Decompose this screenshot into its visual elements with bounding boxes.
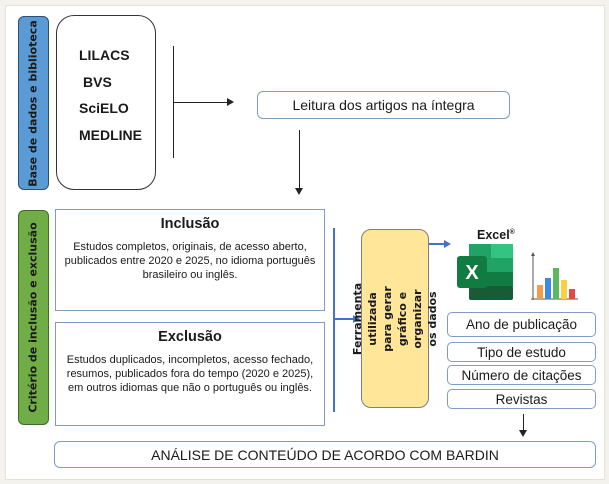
inclusion-title: Inclusão: [160, 216, 220, 232]
final-step-text: ANÁLISE DE CONTEÚDO DE ACORDO COM BARDIN: [151, 446, 499, 463]
databases-section-label-text: Base de dados e biblioteca: [27, 19, 41, 187]
criteria-bracket-line: [333, 228, 335, 412]
arrow-down-icon: [519, 430, 527, 437]
variable-text: Número de citações: [461, 367, 582, 383]
exclusion-text: Estudos duplicados, incompletos, acesso …: [66, 354, 314, 394]
databases-section-label: Base de dados e biblioteca: [18, 16, 49, 190]
criteria-section-label-text: Critério de inclusão e exclusão: [27, 222, 40, 413]
inclusion-box: Inclusão Estudos completos, originais, d…: [55, 209, 325, 311]
database-item: BVS: [83, 74, 112, 90]
excel-title: Excel®: [477, 228, 515, 242]
excel-trademark: ®: [509, 228, 515, 236]
database-item: MEDLINE: [79, 127, 142, 143]
criteria-section-label: Critério de inclusão e exclusão: [18, 210, 49, 425]
databases-to-reading-connector: [173, 102, 227, 103]
reading-step-text: Leitura dos artigos na íntegra: [292, 97, 475, 113]
variable-text: Ano de publicação: [465, 317, 578, 332]
arrow-right-icon: [227, 98, 234, 106]
arrow-down-icon: [295, 188, 303, 195]
variable-box: Tipo de estudo: [447, 342, 596, 362]
excel-name: Excel: [477, 228, 510, 242]
bar-chart-icon: [531, 252, 578, 300]
criteria-to-tool-connector: [333, 318, 354, 320]
variables-to-final-connector: [523, 414, 524, 430]
tool-box-text: Ferramenta utilizada para gerar gráfico …: [351, 282, 439, 355]
inclusion-text: Estudos completos, originais, de acesso …: [64, 241, 316, 281]
tool-to-excel-connector: [429, 243, 445, 245]
variable-text: Tipo de estudo: [477, 344, 566, 360]
exclusion-box: Exclusão Estudos duplicados, incompletos…: [55, 322, 325, 426]
final-step-box: ANÁLISE DE CONTEÚDO DE ACORDO COM BARDIN: [54, 441, 596, 468]
svg-text:X: X: [465, 262, 479, 284]
variable-box: Revistas: [447, 389, 596, 409]
exclusion-title: Exclusão: [158, 329, 222, 345]
arrow-right-icon: [353, 315, 360, 323]
database-item: SciELO: [79, 100, 129, 116]
reading-to-criteria-connector: [299, 130, 300, 188]
databases-box: LILACS BVS SciELO MEDLINE: [56, 15, 156, 190]
variable-text: Revistas: [495, 391, 548, 407]
arrow-right-icon: [444, 240, 451, 248]
database-item: LILACS: [79, 47, 130, 63]
tool-box: Ferramenta utilizada para gerar gráfico …: [351, 229, 439, 408]
variable-box: Ano de publicação: [447, 312, 596, 337]
excel-logo-icon: X: [457, 244, 513, 300]
variable-box: Número de citações: [447, 365, 596, 385]
reading-step-box: Leitura dos artigos na íntegra: [257, 91, 510, 119]
